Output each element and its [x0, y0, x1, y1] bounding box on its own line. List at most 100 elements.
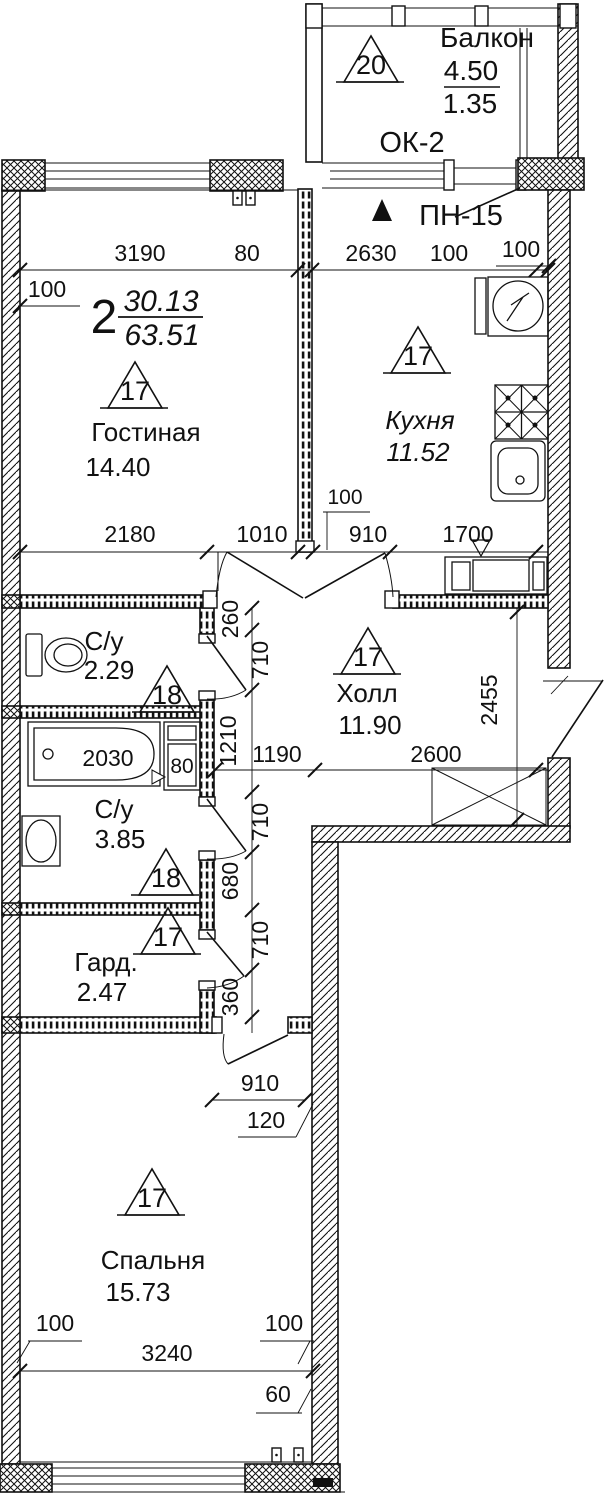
room-bath2-area: 3.85 [95, 824, 146, 854]
electric-panel [474, 276, 549, 337]
dim-bot-3240: 3240 [141, 1340, 192, 1366]
dim-mid-1700: 1700 [442, 521, 493, 547]
dim-left-100: 100 [28, 276, 66, 302]
dim-hall-2600: 2600 [410, 741, 461, 767]
dim-v-710c: 710 [247, 921, 273, 959]
room-wardrobe-area: 2.47 [77, 977, 128, 1007]
door-bath2 [206, 798, 247, 860]
zone-bath1: 18 [132, 664, 200, 713]
zone-hall-label: 17 [353, 642, 383, 672]
kitchen-sink [490, 440, 546, 502]
wall-corridor-2 [199, 699, 215, 798]
zone-kitchen: 17 [383, 325, 451, 374]
bathtub [27, 721, 167, 787]
partition-bath2-wardrobe [19, 902, 203, 916]
dim-bed-910: 910 [241, 1070, 279, 1096]
dim-bot-60: 60 [265, 1381, 291, 1407]
dim-mid-910: 910 [349, 521, 387, 547]
room-bedroom-name: Спальня [101, 1245, 205, 1275]
room-wardrobe-name: Гард. [74, 947, 137, 977]
pier-top-right [517, 157, 585, 191]
dim-bed-120: 120 [247, 1107, 285, 1133]
dim-bot-100r: 100 [265, 1310, 303, 1336]
pier-bottom-left [0, 1463, 53, 1493]
apartment-area-total: 63.51 [124, 319, 199, 352]
door-wardrobe [206, 931, 245, 989]
balcony-name: Балкон [440, 22, 534, 53]
zone-wardrobe: 17 [133, 906, 201, 955]
dim-v-1210: 1210 [215, 715, 241, 766]
pier-top-left [1, 159, 46, 192]
room-hall-name: Холл [336, 678, 397, 708]
dimensions: 3190 80 2630 100 100 100 2180 1010 910 1… [12, 192, 557, 1414]
door-living [215, 551, 304, 599]
zone-kitchen-label: 17 [403, 341, 433, 371]
dim-top-80: 80 [234, 240, 260, 266]
apartment-area-living: 30.13 [123, 285, 198, 318]
zone-balcony-label: 20 [356, 50, 386, 80]
kitchen-unit [444, 556, 548, 595]
dim-hall-1190: 1190 [252, 741, 301, 767]
dim-v-710a: 710 [247, 641, 273, 679]
dim-tub-2030: 2030 [82, 745, 133, 771]
room-living-name: Гостиная [91, 417, 200, 447]
dim-hall-2455: 2455 [476, 674, 502, 725]
zone-markers: 20 17 17 17 18 18 17 17 [100, 34, 451, 1216]
dim-tub-80: 80 [170, 755, 193, 778]
partition-wardrobe-bedroom [19, 1016, 217, 1034]
zone-bath1-label: 18 [152, 680, 182, 710]
wall-clips [232, 190, 304, 1463]
partition-bedroom-stub [287, 1016, 313, 1034]
panel-door-mark: ПН-15 [419, 200, 503, 232]
walls [0, 3, 585, 1493]
dim-top-100: 100 [430, 240, 468, 266]
zone-bedroom-label: 17 [137, 1183, 167, 1213]
zone-bath2: 18 [131, 847, 199, 896]
dim-v-710b: 710 [247, 803, 273, 841]
room-kitchen-area: 11.52 [386, 437, 450, 467]
pier-top-mid [209, 159, 284, 192]
zone-bedroom: 17 [117, 1167, 185, 1216]
door-bedroom [222, 1033, 289, 1065]
room-bedroom-area: 15.73 [105, 1277, 170, 1307]
labels: Балкон 4.50 1.35 ОК-2 ПН-15 2 30.13 63.5… [74, 22, 534, 1307]
dim-bot-100l: 100 [36, 1310, 74, 1336]
room-living-area: 14.40 [85, 452, 150, 482]
door-entrance [543, 675, 604, 758]
door-kitchen [304, 552, 394, 599]
wall-corridor-1 [199, 607, 215, 635]
zone-bath2-label: 18 [151, 863, 181, 893]
wall-hall-bottom [311, 825, 571, 843]
zone-living: 17 [100, 360, 168, 409]
room-bath1-area: 2.29 [84, 655, 135, 685]
toilet [25, 633, 88, 677]
dim-arrow-1700 [470, 539, 492, 558]
wall-bedroom-right [311, 841, 339, 1465]
dim-v-360: 360 [217, 978, 243, 1016]
wall-right-exterior [547, 189, 571, 669]
partition-kitchen-hall [392, 594, 549, 609]
stove [494, 384, 549, 440]
room-bath1-name: С/у [85, 626, 124, 656]
apartment-number: 2 [91, 291, 118, 344]
zone-balcony: 20 [336, 34, 404, 83]
wall-left-exterior [1, 187, 21, 1465]
dim-mid-100: 100 [327, 486, 362, 509]
fixtures [21, 276, 549, 867]
door-balcony [454, 187, 521, 218]
room-bath2-name: С/у [95, 794, 134, 824]
zone-hall: 17 [333, 626, 401, 675]
room-kitchen-name: Кухня [385, 405, 454, 435]
wall-entrance-lower [547, 757, 571, 829]
washbasin [21, 815, 61, 867]
dim-mid-2180: 2180 [104, 521, 155, 547]
shaft-box [431, 767, 547, 826]
north-marker-icon [372, 199, 392, 221]
dim-mid-1010: 1010 [236, 521, 287, 547]
dim-top-2630: 2630 [345, 240, 396, 266]
partition-living-bath [19, 594, 208, 609]
dim-v-680: 680 [217, 862, 243, 900]
dim-top-3190: 3190 [114, 240, 165, 266]
